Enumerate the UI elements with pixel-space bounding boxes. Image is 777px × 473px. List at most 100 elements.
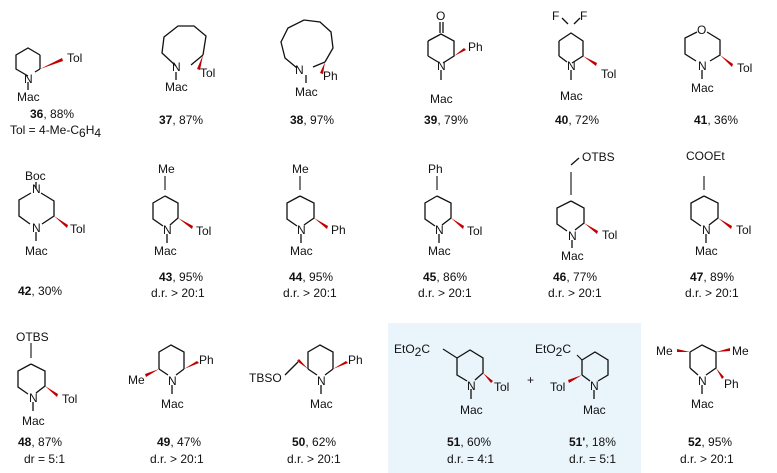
- atom-ph: Ph: [199, 353, 214, 367]
- structure-45: Ph N Tol Mac: [424, 162, 482, 258]
- dr-52: d.r. > 20:1: [680, 452, 734, 466]
- atom-o: O: [436, 9, 445, 23]
- atom-me: Me: [656, 344, 673, 358]
- atom-me: Me: [128, 373, 145, 387]
- atom-f: F: [580, 9, 587, 23]
- structure-51-prime: EtO2C Tol N Mac: [535, 342, 609, 417]
- atom-ph: Ph: [323, 69, 338, 83]
- label-38: 38, 97%: [290, 113, 334, 127]
- label-37: 37, 87%: [159, 113, 203, 127]
- atom-me: Me: [732, 344, 749, 358]
- label-43: 43, 95%: [159, 270, 203, 284]
- atom-mac: Mac: [430, 92, 453, 106]
- atom-mac: Mac: [428, 244, 451, 258]
- structure-44: Me N Ph Mac: [286, 162, 346, 258]
- atom-mac: Mac: [583, 403, 606, 417]
- atom-mac: Mac: [560, 89, 583, 103]
- label-45: 45, 86%: [423, 270, 467, 284]
- label-40: 40, 72%: [555, 113, 599, 127]
- atom-n: N: [437, 59, 446, 73]
- label-47: 47, 89%: [690, 270, 734, 284]
- atom-otbs: OTBS: [582, 150, 615, 164]
- atom-mac: Mac: [295, 85, 318, 99]
- atom-tol: Tol: [62, 392, 77, 406]
- atom-mac: Mac: [695, 244, 718, 258]
- structure-52: Me Me N Ph Mac: [656, 344, 749, 411]
- atom-n: N: [168, 374, 177, 388]
- atom-n: N: [297, 223, 306, 237]
- atom-o: O: [697, 23, 706, 37]
- atom-tol: Tol: [70, 222, 85, 236]
- atom-tol: Tol: [601, 67, 616, 81]
- label-41: 41, 36%: [694, 113, 738, 127]
- atom-tol: Tol: [67, 51, 82, 65]
- dr-44: d.r. > 20:1: [283, 286, 337, 300]
- atom-n: N: [163, 223, 172, 237]
- atom-cooet: COOEt: [686, 149, 725, 163]
- atom-tol: Tol: [737, 61, 752, 75]
- atom-tol: Tol: [736, 223, 751, 237]
- atom-n: N: [172, 60, 181, 74]
- atom-mac: Mac: [17, 90, 40, 104]
- dr-51: d.r. = 4:1: [447, 452, 494, 466]
- atom-ph: Ph: [724, 377, 739, 391]
- atom-mac: Mac: [691, 397, 714, 411]
- dr-49: d.r. > 20:1: [150, 452, 204, 466]
- atom-mac: Mac: [310, 397, 333, 411]
- atom-mac: Mac: [165, 80, 188, 94]
- label-36: 36, 88%: [30, 107, 74, 121]
- dr-47: d.r. > 20:1: [685, 286, 739, 300]
- atom-me: Me: [292, 162, 309, 176]
- label-52: 52, 95%: [688, 435, 732, 449]
- atom-n: N: [702, 223, 711, 237]
- structure-38: N Ph Mac: [280, 19, 338, 99]
- atom-f: F: [552, 9, 559, 23]
- atom-ph: Ph: [348, 353, 363, 367]
- atom-tol: Tol: [494, 380, 509, 394]
- plus-sign: +: [527, 373, 534, 387]
- structure-40: F F N Tol Mac: [552, 9, 616, 103]
- atom-tol: Tol: [467, 224, 482, 238]
- structure-42: Boc N N Tol Mac: [18, 169, 85, 258]
- dr-46: d.r. > 20:1: [548, 286, 602, 300]
- atom-mac: Mac: [22, 414, 45, 428]
- atom-mac: Mac: [561, 249, 584, 263]
- atom-ph: Ph: [331, 223, 346, 237]
- structure-51: EtO2C N Tol Mac: [394, 342, 509, 417]
- structure-49: Me N Ph Mac: [128, 344, 214, 411]
- label-51: 51, 60%: [447, 435, 491, 449]
- atom-tol: Tol: [196, 224, 211, 238]
- atom-n: N: [32, 182, 41, 196]
- atom-ph: Ph: [428, 162, 443, 176]
- structure-37: N Tol Mac: [161, 25, 215, 94]
- atom-mac: Mac: [691, 81, 714, 95]
- atom-tol: Tol: [602, 228, 617, 242]
- structure-36: N Tol Mac: [15, 47, 82, 104]
- structure-41: O N Tol Mac: [684, 23, 752, 95]
- dr-50: d.r. > 20:1: [287, 452, 341, 466]
- label-50: 50, 62%: [292, 435, 336, 449]
- tol-definition: Tol = 4-Me-C6H4: [10, 123, 101, 140]
- atom-n: N: [24, 72, 33, 86]
- structure-46: OTBS N Tol Mac: [556, 150, 617, 263]
- atom-n: N: [568, 229, 577, 243]
- label-49: 49, 47%: [157, 435, 201, 449]
- dr-43: d.r. > 20:1: [151, 286, 205, 300]
- structure-43: Me N Tol Mac: [152, 162, 211, 258]
- dr-45: d.r. > 20:1: [418, 286, 472, 300]
- label-42: 42, 30%: [18, 284, 62, 298]
- atom-tol: Tol: [200, 66, 215, 80]
- atom-n: N: [32, 221, 41, 235]
- atom-n: N: [317, 374, 326, 388]
- atom-me: Me: [158, 162, 175, 176]
- label-48: 48, 87%: [18, 435, 62, 449]
- atom-eto2c: EtO2C: [394, 342, 430, 359]
- atom-tbso: TBSO: [249, 371, 282, 385]
- structure-48: OTBS N Tol Mac: [16, 330, 77, 428]
- atom-otbs: OTBS: [16, 330, 49, 344]
- atom-tol: Tol: [550, 380, 565, 394]
- atom-eto2c: EtO2C: [535, 342, 571, 359]
- atom-mac: Mac: [154, 244, 177, 258]
- atom-n: N: [29, 391, 38, 405]
